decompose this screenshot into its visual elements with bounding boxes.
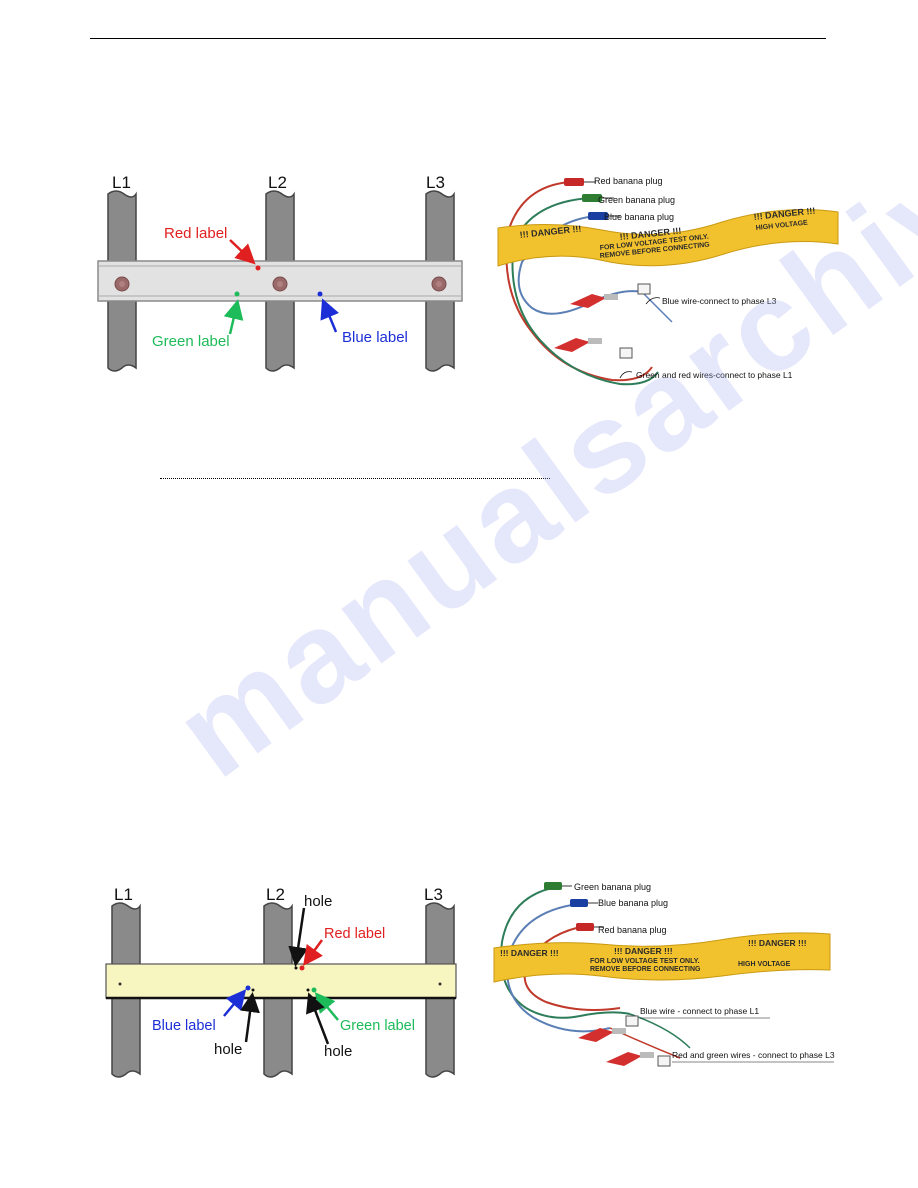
green-label-arrow — [314, 992, 339, 1021]
blue-label-arrow — [223, 989, 247, 1017]
tape-danger-2: !!! DANGER !!! — [614, 946, 673, 956]
column-label-l2: L2 — [266, 885, 285, 904]
green-red-wire-caption: Green and red wires-connect to phase L1 — [636, 370, 793, 380]
green-label-text: Green label — [340, 1018, 415, 1034]
tape-danger-1: !!! DANGER !!! — [500, 948, 559, 958]
bolt-l2 — [272, 276, 288, 292]
hole-top — [294, 966, 298, 970]
green-label-dot — [311, 987, 317, 993]
red-banana-plug — [564, 178, 596, 186]
red-plug-caption: Red banana plug — [594, 176, 663, 186]
busbar-diagram-bottom: L1 L2 L3 hole Red label Blue label hole … — [105, 885, 457, 1078]
red-label-arrow — [303, 939, 324, 967]
warning-tape: !!! DANGER !!! !!! DANGER !!! !!! DANGER… — [493, 932, 831, 983]
green-label-dot — [234, 291, 240, 297]
column-label-l1: L1 — [114, 885, 133, 904]
hole-right — [306, 988, 310, 992]
blue-banana-plug — [588, 212, 620, 220]
red-label-dot — [299, 965, 305, 971]
tag-green-red — [619, 347, 633, 359]
hole-left — [251, 988, 255, 992]
blue-label-dot — [317, 291, 323, 297]
hole-left-arrow — [240, 992, 260, 1043]
tag-red-green — [657, 1055, 671, 1067]
bar-end-dot-left — [118, 982, 122, 986]
blue-wire-caption: Blue wire-connect to phase L3 — [662, 296, 777, 306]
busbar-diagram-top: L1 L2 L3 Red label Green label Blue labe… — [97, 173, 463, 372]
hole-right-arrow — [306, 992, 330, 1045]
red-plug-caption: Red banana plug — [598, 925, 667, 935]
blue-plug-caption: Blue banana plug — [604, 212, 674, 222]
alligator-clip-blue — [578, 1028, 626, 1042]
tape-line2: REMOVE BEFORE CONNECTING — [590, 966, 701, 973]
blue-label-arrow — [320, 298, 339, 333]
red-label-arrow — [229, 239, 256, 265]
blue-wire-caption: Blue wire - connect to phase L1 — [640, 1006, 759, 1016]
red-green-wire-caption: Red and green wires - connect to phase L… — [672, 1050, 835, 1060]
tape-line3: HIGH VOLTAGE — [738, 961, 791, 968]
header-rule — [90, 38, 826, 39]
test-lead-photo-bottom: !!! DANGER !!! !!! DANGER !!! !!! DANGER… — [493, 882, 835, 1067]
red-banana-plug — [576, 923, 604, 931]
busbar — [105, 963, 457, 1000]
blue-label-text: Blue label — [152, 1018, 216, 1034]
blue-banana-plug — [570, 899, 598, 907]
bar-end-dot-right — [438, 982, 442, 986]
alligator-clip-red-green — [606, 1052, 654, 1066]
alligator-clip-blue — [570, 294, 618, 308]
hole-top-arrow — [288, 907, 309, 967]
hole-right-label: hole — [324, 1043, 352, 1060]
green-label-text: Green label — [152, 333, 230, 350]
warning-tape: !!! DANGER !!! !!! DANGER !!! !!! DANGER… — [497, 206, 839, 267]
bolt-l1 — [114, 276, 130, 292]
column-label-l3: L3 — [424, 885, 443, 904]
column-label-l1: L1 — [112, 173, 131, 192]
blue-plug-caption: Blue banana plug — [598, 898, 668, 908]
tag-blue — [637, 283, 651, 295]
column-label-l2: L2 — [268, 173, 287, 192]
green-plug-caption: Green banana plug — [574, 882, 651, 892]
blue-label-dot — [245, 985, 251, 991]
tape-danger-3: !!! DANGER !!! — [748, 938, 807, 948]
blue-label-text: Blue label — [342, 329, 408, 346]
green-banana-plug — [582, 194, 614, 202]
green-plug-caption: Green banana plug — [598, 195, 675, 205]
hole-left-label: hole — [214, 1041, 242, 1058]
column-label-l3: L3 — [426, 173, 445, 192]
test-lead-photo-top: !!! DANGER !!! !!! DANGER !!! !!! DANGER… — [497, 176, 839, 386]
red-label-dot — [255, 265, 261, 271]
tape-line1: FOR LOW VOLTAGE TEST ONLY. — [590, 958, 700, 965]
bolt-l3 — [431, 276, 447, 292]
green-banana-plug — [544, 882, 572, 890]
busbar — [97, 260, 463, 302]
red-label-text: Red label — [324, 926, 385, 942]
green-label-arrow — [223, 299, 244, 335]
red-label-text: Red label — [164, 225, 227, 242]
tag-blue — [625, 1015, 639, 1027]
hole-top-label: hole — [304, 893, 332, 910]
alligator-clip-green — [554, 338, 602, 352]
dotted-separator — [160, 478, 550, 479]
